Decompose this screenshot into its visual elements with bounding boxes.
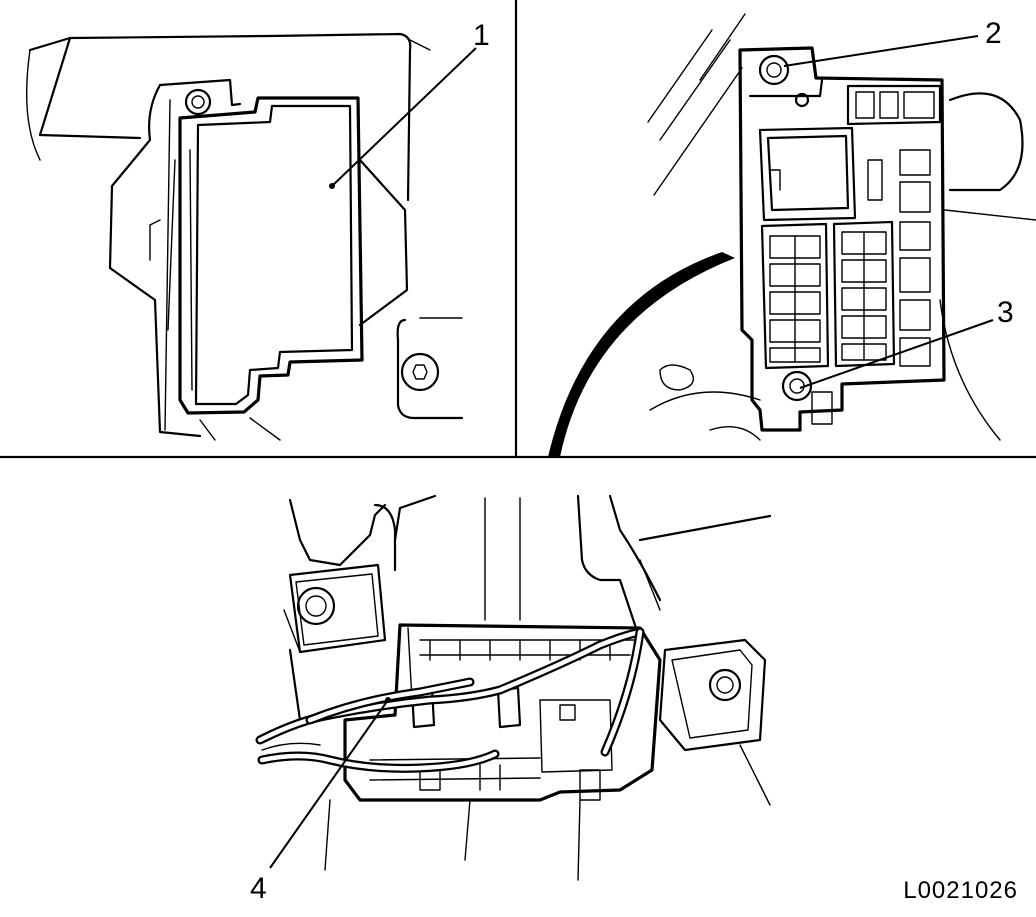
leader-line-4 [269,699,389,869]
callout-label-3: 3 [997,296,1014,329]
fuse-column-right [867,149,931,367]
panel-top-right-fuse-box-open: 2 3 [548,13,1036,457]
wiring-harness [255,627,645,773]
fuse-block-middle [832,220,896,368]
leader-line-3 [799,319,994,389]
leader-line-2 [783,35,979,67]
panel-top-left-fuse-box-cover: 1 [25,19,490,441]
leader-line-1 [331,47,477,187]
trim-edge-curve [548,252,735,457]
bracket-bolt [184,88,212,116]
fuse-box-bolt-upper [758,54,790,86]
panel-bottom-harness: 4 [250,494,772,905]
figure-code: L0021026 [903,877,1018,904]
fuse-box-cover [194,104,354,406]
callout-label-4: 4 [250,872,267,905]
left-mount-block [283,563,387,654]
fuse-block-left [760,222,830,370]
callout-label-1: 1 [473,19,490,52]
callout-label-2: 2 [985,17,1002,50]
fuse-box-rear [343,623,662,802]
panel-dividers [0,0,1036,459]
right-mount-block [658,638,767,752]
mounting-screw [400,352,440,392]
